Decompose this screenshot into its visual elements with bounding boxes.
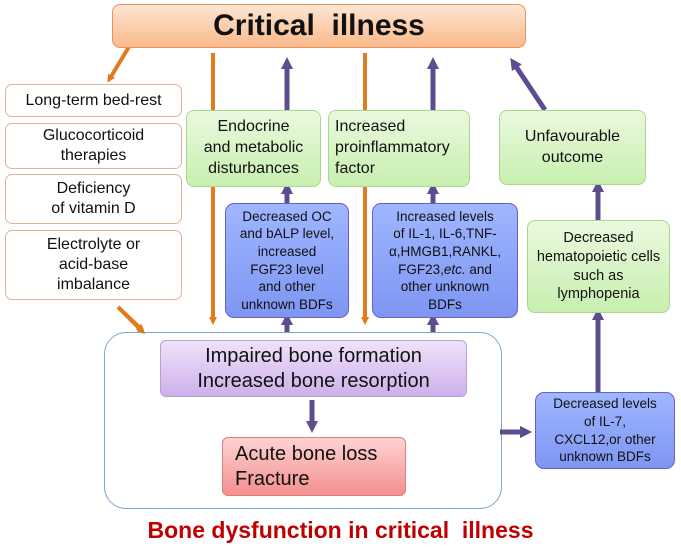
diagram-caption-text: Bone dysfunction in critical illness bbox=[147, 517, 534, 543]
cause-glucocorticoid-line: therapies bbox=[60, 147, 127, 164]
cause-electrolyte: Electrolyte or acid-base imbalance bbox=[5, 230, 182, 300]
hematopoietic-line: Decreased bbox=[563, 229, 634, 246]
outcome-line: outcome bbox=[541, 148, 604, 166]
oc-balp-box: Decreased OC and bALP level, increased F… bbox=[225, 203, 349, 318]
cause-electrolyte-line: Electrolyte or bbox=[46, 236, 141, 253]
diagram-caption: Bone dysfunction in critical illness bbox=[0, 517, 681, 544]
critical-illness-box: Critical illness bbox=[112, 4, 526, 48]
proinflammatory-line: proinflammatory bbox=[335, 139, 450, 157]
oc-line: FGF23 level bbox=[250, 261, 324, 277]
il7-line: CXCL12,or other bbox=[554, 431, 656, 447]
hematopoietic-line: hematopoietic cells bbox=[536, 248, 661, 265]
endocrine-line: disturbances bbox=[208, 159, 299, 177]
loss-line: Fracture bbox=[235, 467, 310, 490]
il7-cxcl12-box: Decreased levels of IL-7, CXCL12,or othe… bbox=[535, 392, 675, 469]
oc-line: Decreased OC bbox=[242, 208, 332, 224]
il7-line: Decreased levels bbox=[553, 396, 657, 412]
proinflammatory-line: factor bbox=[335, 159, 376, 177]
arrow-causes-to-bone bbox=[116, 305, 145, 333]
bone-formation-box: Impaired bone formation Increased bone r… bbox=[160, 340, 467, 397]
oc-line: and bALP level, bbox=[239, 226, 335, 242]
il-line: other unknown bbox=[400, 279, 490, 295]
il7-line: unknown BDFs bbox=[559, 449, 651, 465]
il-line: FGF23,etc. and bbox=[389, 261, 501, 279]
endocrine-line: Endocrine bbox=[217, 118, 290, 136]
cause-vitamin-d: Deficiency of vitamin D bbox=[5, 174, 182, 224]
unfavourable-outcome-box: Unfavourable outcome bbox=[499, 110, 646, 185]
cause-vitamin-d-line: Deficiency bbox=[56, 180, 131, 197]
proinflammatory-box: Increased proinflammatory factor bbox=[328, 110, 470, 187]
il-line-etc: etc. bbox=[443, 261, 466, 277]
endocrine-metabolic-box: Endocrine and metabolic disturbances bbox=[186, 110, 321, 187]
critical-illness-title: Critical illness bbox=[213, 9, 425, 42]
il-line-text: FGF23, bbox=[398, 261, 444, 277]
arrow-outcome-to-illness bbox=[510, 57, 548, 112]
acute-bone-loss-box: Acute bone loss Fracture bbox=[222, 437, 406, 496]
il-levels-box: Increased levels of IL-1, IL-6,TNF- α,HM… bbox=[372, 203, 518, 318]
il-line: Increased levels bbox=[396, 208, 494, 224]
arrow-illness-to-causes bbox=[107, 43, 132, 83]
il7-line: of IL-7, bbox=[583, 413, 627, 429]
oc-line: and other bbox=[258, 279, 316, 295]
oc-line: unknown BDFs bbox=[241, 296, 333, 312]
cause-electrolyte-line: acid-base bbox=[58, 256, 129, 273]
outcome-line: Unfavourable bbox=[524, 127, 621, 145]
hematopoietic-line: such as bbox=[573, 267, 624, 284]
cause-electrolyte-line: imbalance bbox=[57, 276, 130, 293]
il-line: α,HMGB1,RANKL, bbox=[388, 243, 502, 259]
loss-line: Acute bone loss bbox=[235, 442, 378, 465]
cause-glucocorticoid-line: Glucocorticoid bbox=[42, 127, 145, 144]
il-line: of IL-1, IL-6,TNF- bbox=[393, 226, 497, 242]
formation-line: Impaired bone formation bbox=[205, 344, 422, 367]
hematopoietic-box: Decreased hematopoietic cells such as ly… bbox=[527, 220, 670, 313]
endocrine-line: and metabolic bbox=[203, 139, 304, 157]
cause-bed-rest-line: Long-term bed-rest bbox=[25, 91, 162, 109]
formation-line: Increased bone resorption bbox=[197, 369, 430, 392]
proinflammatory-line: Increased bbox=[335, 118, 406, 136]
cause-glucocorticoid: Glucocorticoid therapies bbox=[5, 123, 182, 169]
cause-vitamin-d-line: of vitamin D bbox=[51, 200, 136, 217]
il-line-text: and bbox=[465, 261, 492, 277]
hematopoietic-line: lymphopenia bbox=[557, 286, 640, 303]
oc-line: increased bbox=[257, 243, 317, 259]
cause-bed-rest: Long-term bed-rest bbox=[5, 84, 182, 117]
il-line: BDFs bbox=[428, 296, 462, 312]
